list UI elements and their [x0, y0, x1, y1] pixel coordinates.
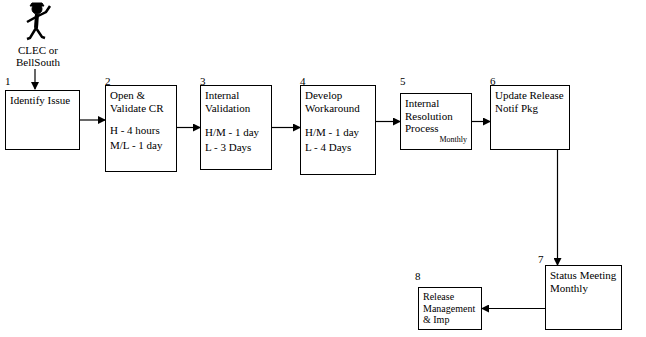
flow-arrow — [482, 308, 545, 309]
flow-arrow — [177, 127, 200, 128]
box-detail: H/M - 1 day — [305, 126, 371, 139]
flow-arrow — [472, 121, 490, 122]
step-number: 3 — [200, 75, 212, 87]
step-number: 4 — [300, 75, 312, 87]
process-box: Open & Validate CR H - 4 hoursM/L - 1 day — [105, 85, 177, 172]
step-number: 8 — [415, 270, 427, 282]
process-box: Internal Resolution ProcessMonthly — [400, 93, 472, 150]
box-title: Identify Issue — [10, 94, 75, 107]
source-arrow — [34, 69, 35, 89]
box-title: Internal Resolution Process — [405, 97, 467, 135]
flow-arrow — [557, 150, 558, 265]
box-title: Status Meeting Monthly — [550, 269, 617, 294]
flow-arrow — [80, 119, 105, 120]
process-box: Identify Issue — [5, 90, 80, 150]
box-detail: Monthly — [405, 135, 467, 144]
stick-figure — [27, 3, 50, 39]
box-detail: L - 4 Days — [305, 141, 371, 154]
flow-arrow — [272, 127, 300, 128]
box-detail: H/M - 1 day — [205, 126, 267, 139]
box-title: Update Release Notif Pkg — [495, 89, 565, 114]
box-title: Release Management & Imp — [423, 291, 477, 326]
process-box: Internal ValidationH/M - 1 day L - 3 Days — [200, 85, 272, 170]
box-detail: L - 3 Days — [205, 141, 267, 154]
box-title: Open & Validate CR — [110, 89, 172, 114]
process-box: Update Release Notif Pkg — [490, 85, 570, 150]
actor-label: CLEC or BellSouth — [8, 44, 68, 68]
box-detail: M/L - 1 day — [110, 139, 172, 152]
box-detail: H - 4 hours — [110, 124, 172, 137]
step-number: 5 — [400, 75, 412, 87]
step-number: 2 — [105, 75, 117, 87]
step-number: 1 — [5, 75, 17, 87]
flow-arrow — [376, 121, 400, 122]
step-number: 7 — [538, 253, 550, 265]
process-box: Status Meeting Monthly — [545, 265, 622, 330]
box-title: Internal Validation — [205, 89, 267, 114]
process-box: Develop WorkaroundH/M - 1 day L - 4 Days — [300, 85, 376, 175]
box-title: Develop Workaround — [305, 89, 371, 114]
step-number: 6 — [490, 75, 502, 87]
process-box: Release Management & Imp — [418, 287, 482, 330]
